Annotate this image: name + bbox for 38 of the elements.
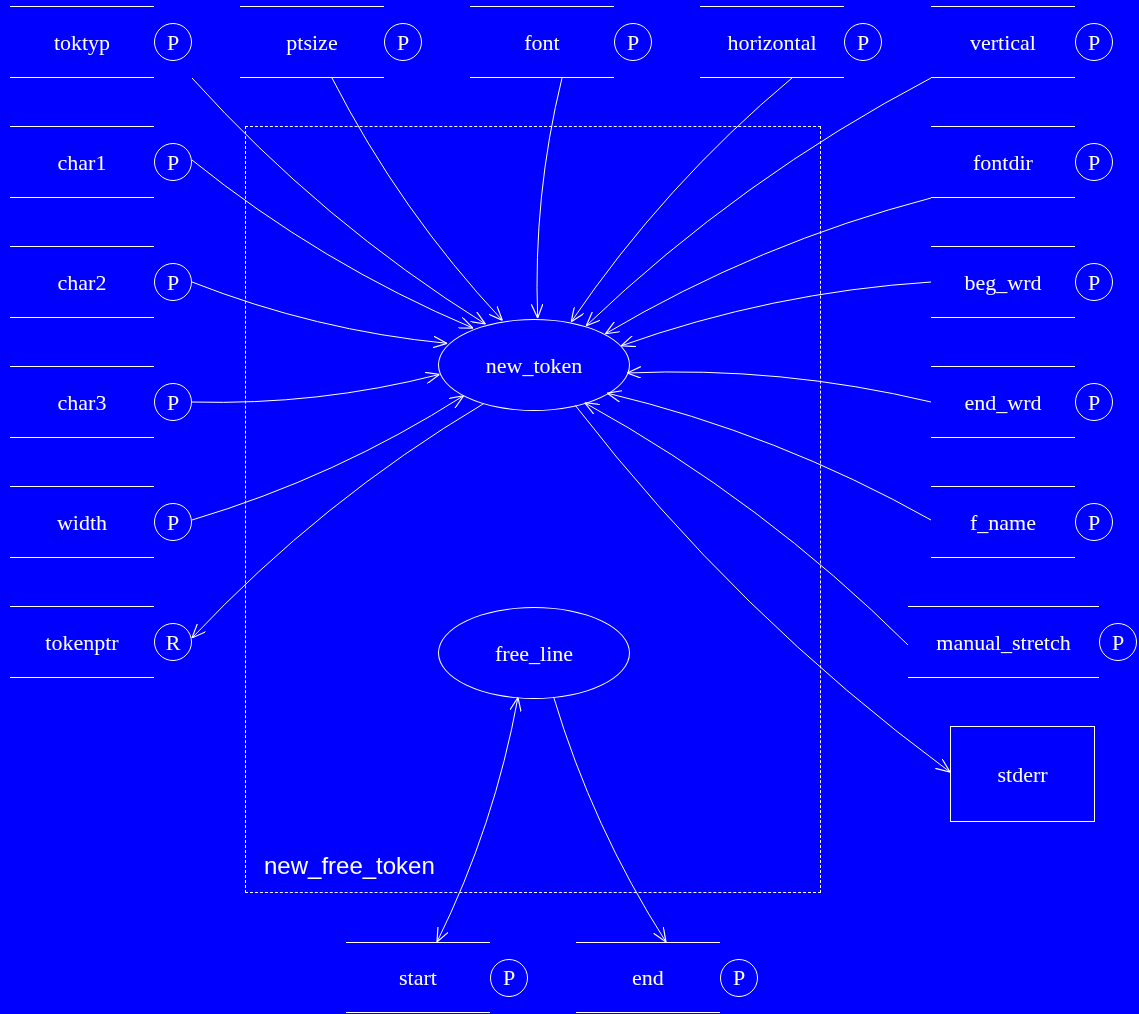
- data-store-label: end_wrd: [931, 366, 1075, 438]
- dashed-boundary: [245, 126, 821, 893]
- data-store-label: vertical: [931, 6, 1075, 78]
- data-store-label: manual_stretch: [908, 606, 1099, 678]
- flow-arrow: [574, 404, 951, 773]
- flow-arrow: [626, 366, 932, 403]
- data-store-label: end: [576, 942, 720, 1013]
- data-store-label: ptsize: [240, 6, 384, 78]
- flow-arrow: [570, 77, 793, 323]
- data-store-label: font: [470, 6, 614, 78]
- data-store-label: char3: [10, 366, 154, 438]
- flow-arrow: [191, 395, 465, 521]
- flow-arrow: [553, 696, 667, 943]
- data-store-label: beg_wrd: [931, 246, 1075, 318]
- flow-arrow: [191, 281, 448, 349]
- flow-arrow: [530, 77, 563, 319]
- data-store-label: char2: [10, 246, 154, 318]
- flow-arrow: [606, 390, 932, 521]
- data-store-label: width: [10, 486, 154, 558]
- flow-arrow: [191, 403, 485, 639]
- flow-arrow: [604, 197, 932, 335]
- data-store-label: toktyp: [10, 6, 154, 78]
- external-entity-box: stderr: [950, 726, 1095, 822]
- flow-arrow: [585, 77, 932, 327]
- flow-arrow: [620, 281, 932, 348]
- data-store-label: start: [346, 942, 490, 1013]
- data-store-label: tokenptr: [10, 606, 154, 678]
- data-store-label: char1: [10, 126, 154, 198]
- flow-arrow: [191, 371, 441, 403]
- flow-arrow: [191, 159, 474, 329]
- flow-arrow: [331, 77, 503, 321]
- flow-arrow: [191, 77, 486, 325]
- flow-arrow: [584, 402, 909, 646]
- data-store-label: f_name: [931, 486, 1075, 558]
- flow-arrow: [436, 696, 522, 943]
- data-store-label: horizontal: [700, 6, 844, 78]
- boundary-label: new_free_token: [264, 851, 435, 881]
- data-store-label: fontdir: [931, 126, 1075, 198]
